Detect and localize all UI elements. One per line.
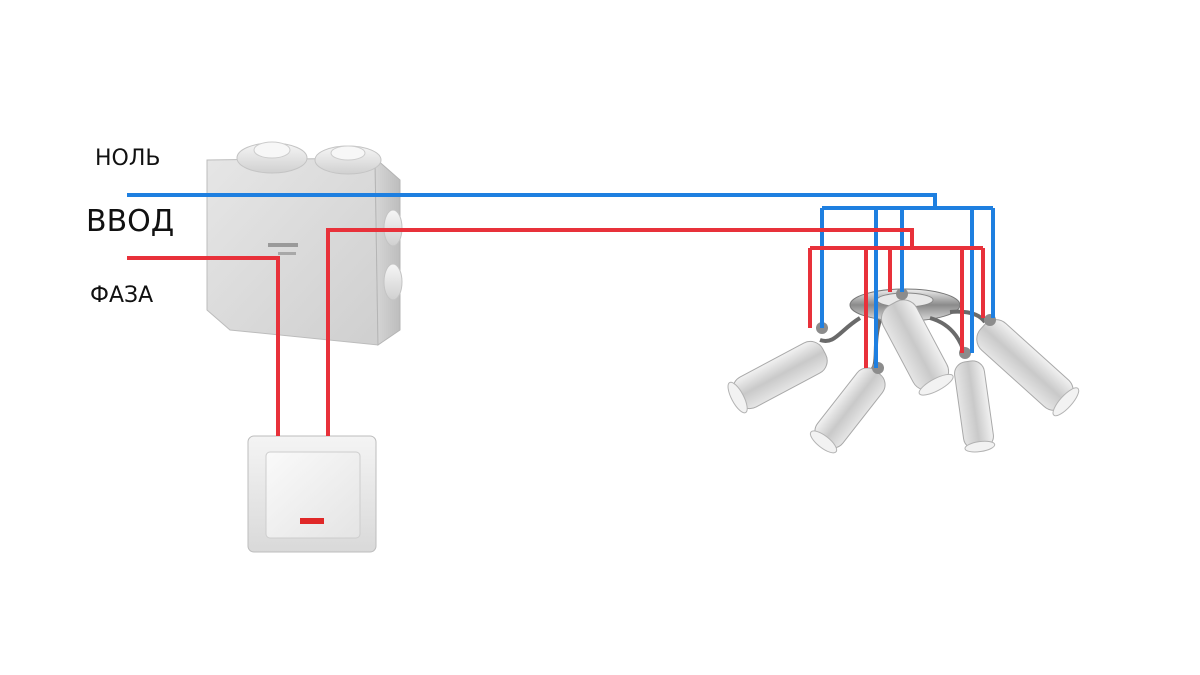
input-label: ВВОД — [86, 204, 175, 239]
neutral-main-wire — [127, 193, 937, 208]
phase-wires — [127, 228, 985, 436]
neutral-wires — [127, 193, 995, 368]
switched-phase-wire — [326, 228, 914, 436]
junction-box-icon — [206, 141, 403, 346]
light-switch-icon — [247, 435, 377, 553]
neutral-label: НОЛЬ — [95, 146, 161, 171]
switch-indicator — [300, 518, 324, 524]
phase-input-wire — [127, 256, 280, 436]
chandelier-icon — [727, 288, 1080, 454]
phase-label: ФАЗА — [90, 283, 154, 308]
